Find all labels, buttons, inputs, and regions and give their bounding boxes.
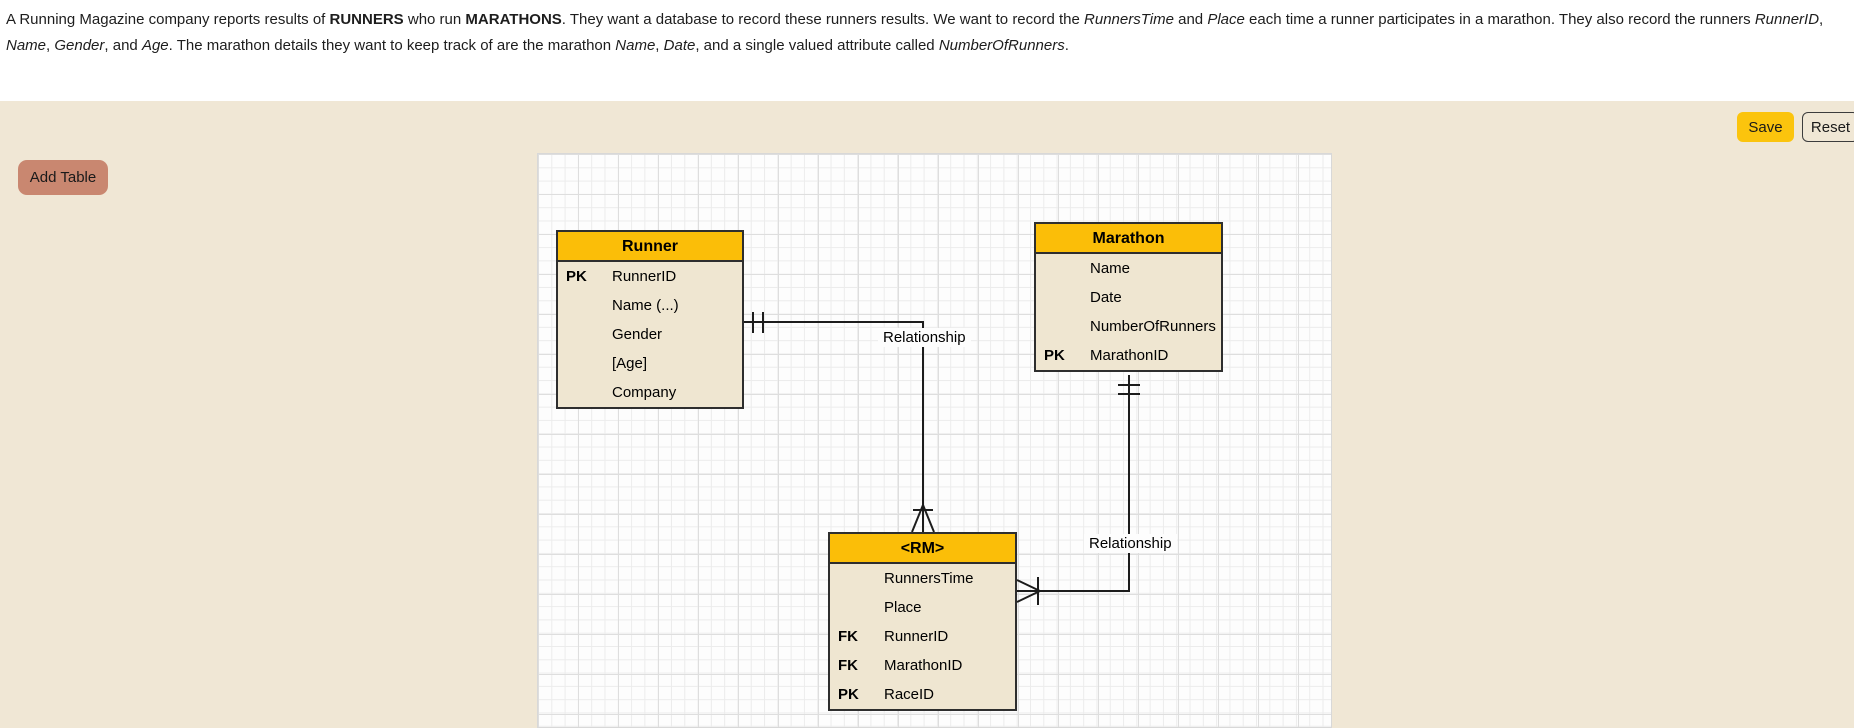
cardinality-one-ticks-runner bbox=[752, 312, 764, 333]
key-badge: PK bbox=[566, 268, 587, 285]
cardinality-one-ticks-marathon bbox=[1118, 384, 1140, 395]
table-row: NumberOfRunners bbox=[1036, 312, 1221, 341]
key-badge: PK bbox=[838, 686, 859, 703]
key-badge bbox=[558, 378, 612, 407]
attribute-name: MarathonID bbox=[884, 657, 963, 674]
attribute-name: Date bbox=[1090, 289, 1122, 306]
cardinality-many-crowfoot-rm-right bbox=[1016, 577, 1041, 605]
key-badge: PK bbox=[1044, 347, 1065, 364]
relationship-label: Relationship bbox=[1084, 534, 1177, 553]
table-row: RunnersTime bbox=[830, 564, 1015, 593]
attribute-name: RunnerID bbox=[612, 268, 677, 285]
relationship-lines bbox=[744, 312, 1140, 605]
relationship-line-runner-rm bbox=[744, 321, 924, 532]
attribute-name: NumberOfRunners bbox=[1090, 318, 1216, 335]
table-row: FK MarathonID bbox=[830, 651, 1015, 680]
entity-table-runner[interactable]: Runner PK RunnerID Name (...) Gender [Age] Co… bbox=[556, 230, 744, 409]
table-row: Place bbox=[830, 593, 1015, 622]
save-button[interactable]: Save bbox=[1737, 112, 1794, 142]
problem-statement-bar: A Running Magazine company reports resul… bbox=[0, 0, 1854, 101]
attribute-name: RaceID bbox=[884, 686, 935, 703]
relationship-line-marathon-rm bbox=[1017, 375, 1130, 592]
diagram-canvas[interactable]: Runner PK RunnerID Name (...) Gender [Age] Co… bbox=[537, 153, 1332, 728]
attribute-name: [Age] bbox=[612, 355, 648, 372]
key-badge bbox=[558, 320, 612, 349]
table-row: Name bbox=[1036, 254, 1221, 283]
key-badge bbox=[830, 593, 884, 622]
attribute-name: MarathonID bbox=[1090, 347, 1169, 364]
key-badge bbox=[558, 349, 612, 378]
add-table-button[interactable]: Add Table bbox=[18, 160, 108, 195]
attribute-name: Name bbox=[1090, 260, 1131, 277]
attribute-name: Name (...) bbox=[612, 297, 679, 314]
reset-button[interactable]: Reset bbox=[1802, 112, 1854, 142]
key-badge bbox=[1036, 254, 1090, 283]
table-row: PK RaceID bbox=[830, 680, 1015, 709]
table-title: Runner bbox=[558, 232, 742, 262]
table-title: Marathon bbox=[1036, 224, 1221, 254]
table-title: <RM> bbox=[830, 534, 1015, 564]
attribute-name: Gender bbox=[612, 326, 663, 343]
problem-statement: A Running Magazine company reports resul… bbox=[6, 11, 1824, 54]
attribute-name: RunnerID bbox=[884, 628, 949, 645]
key-badge bbox=[1036, 283, 1090, 312]
workspace: Save Reset Add Table Runner PK RunnerID bbox=[0, 101, 1854, 728]
key-badge bbox=[830, 564, 884, 593]
key-badge bbox=[558, 291, 612, 320]
attribute-name: RunnersTime bbox=[884, 570, 974, 587]
table-row: Date bbox=[1036, 283, 1221, 312]
table-row: PK RunnerID bbox=[558, 262, 742, 291]
table-row: [Age] bbox=[558, 349, 742, 378]
attribute-name: Company bbox=[612, 384, 677, 401]
key-badge: FK bbox=[838, 657, 858, 674]
cardinality-many-crowfoot-rm-top bbox=[911, 504, 935, 533]
key-badge: FK bbox=[838, 628, 858, 645]
table-row: Gender bbox=[558, 320, 742, 349]
attribute-name: Place bbox=[884, 599, 922, 616]
table-row: Company bbox=[558, 378, 742, 407]
table-row: Name (...) bbox=[558, 291, 742, 320]
table-row: PK MarathonID bbox=[1036, 341, 1221, 370]
key-badge bbox=[1036, 312, 1090, 341]
relationship-label: Relationship bbox=[878, 328, 971, 347]
table-row: FK RunnerID bbox=[830, 622, 1015, 651]
table-rows: PK RunnerID Name (...) Gender [Age] Company bbox=[558, 262, 742, 407]
